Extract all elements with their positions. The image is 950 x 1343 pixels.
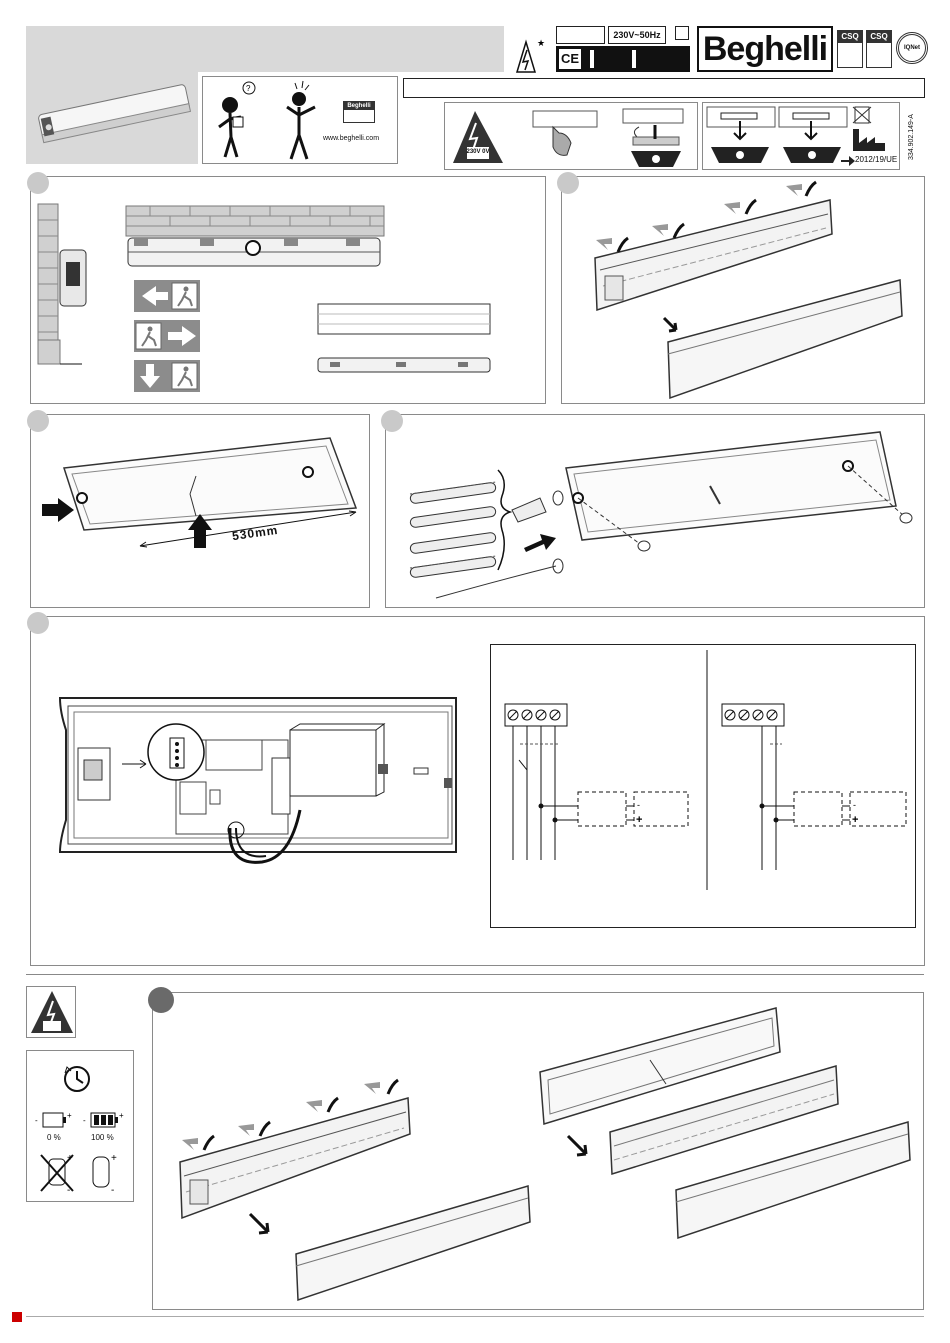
footer-logo-icon (12, 1312, 22, 1322)
footer-line (26, 1316, 924, 1317)
